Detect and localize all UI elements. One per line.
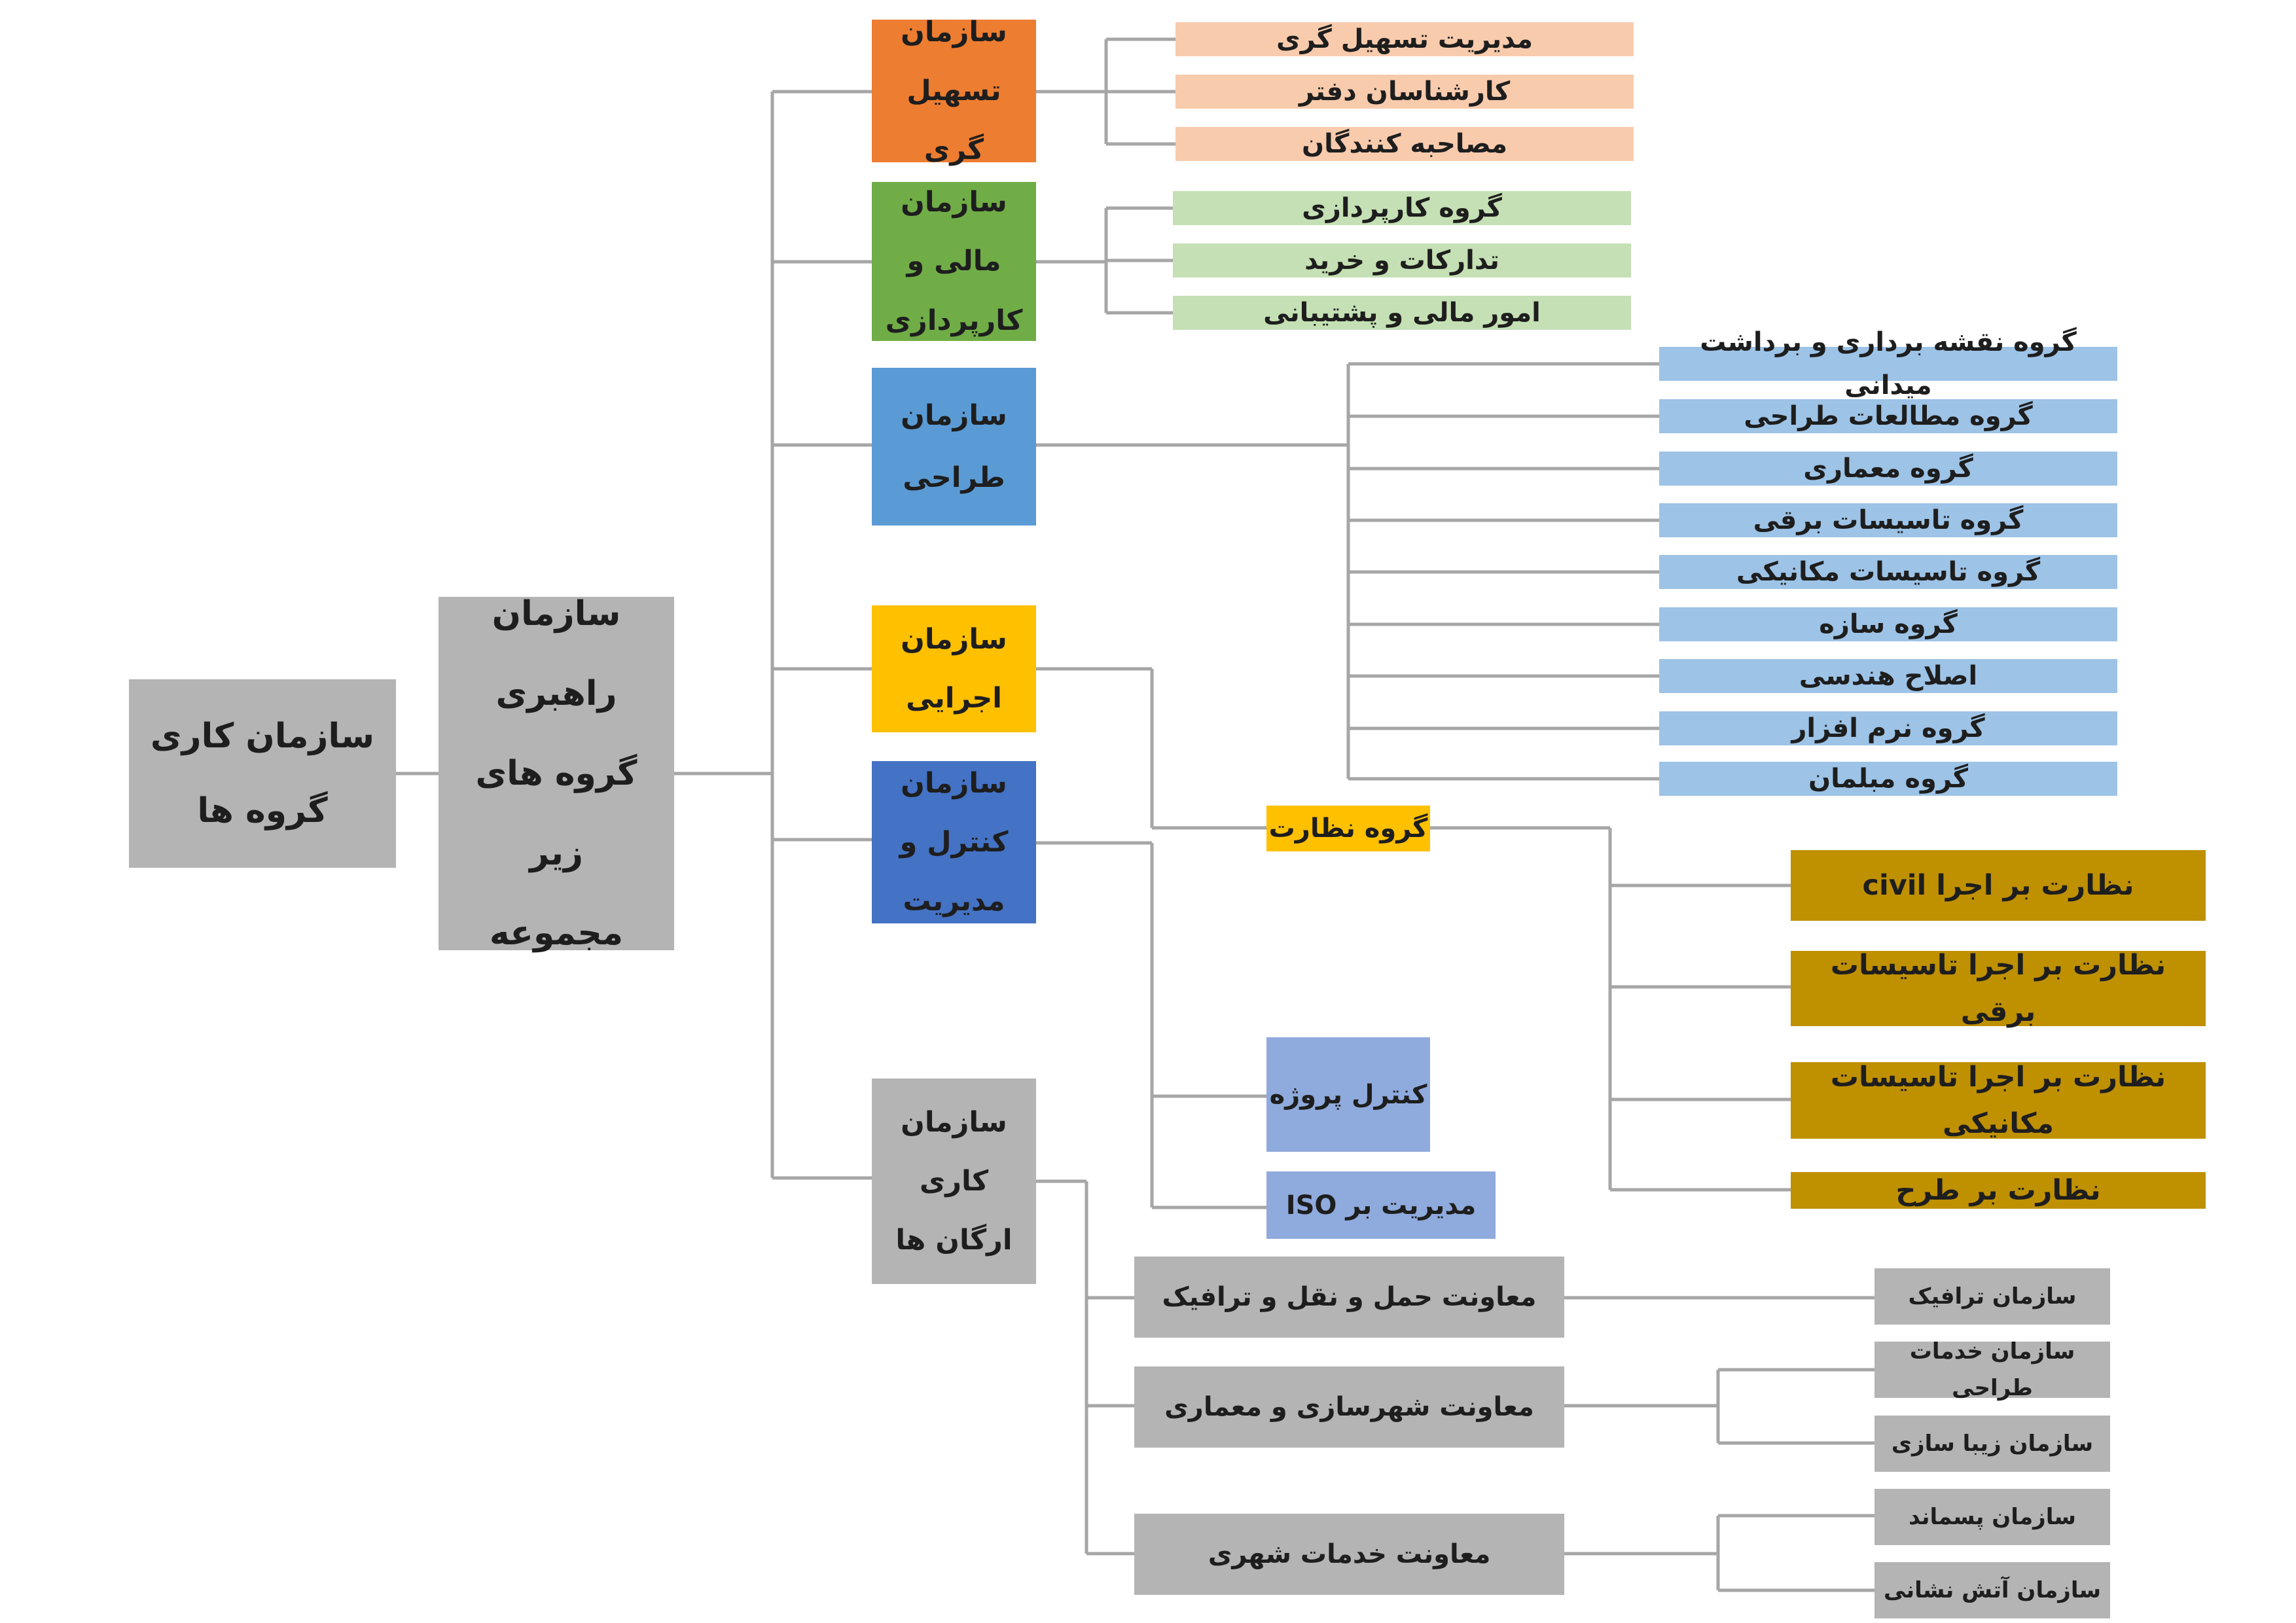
deputy-organization: سازمان آتش نشانی — [1874, 1562, 2110, 1618]
agencies-deputy: معاونت حمل و نقل و ترافیک — [1134, 1257, 1564, 1338]
org-control-node: سازمان کنترل و مدیریت — [872, 761, 1036, 923]
agencies-deputy: معاونت خدمات شهری — [1134, 1514, 1564, 1595]
design-child: گروه تاسیسات برقی — [1659, 503, 2117, 537]
finance-child: امور مالی و پشتیبانی — [1173, 296, 1631, 330]
supervision-child: نظارت بر اجرا تاسیسات برقی — [1791, 949, 2206, 1028]
design-child: گروه مبلمان — [1659, 762, 2117, 796]
deputy-organization: سازمان ترافیک — [1874, 1268, 2110, 1325]
org-facilitation-node: سازمان تسهیل گری — [872, 16, 1036, 166]
control-child: کنترل پروژه — [1266, 1037, 1430, 1152]
deputy-organization: سازمان زیبا سازی — [1874, 1416, 2110, 1472]
org-executive-node: سازمان اجرایی — [872, 605, 1036, 732]
finance-child: تدارکات و خرید — [1173, 243, 1631, 277]
finance-child: گروه کارپردازی — [1173, 191, 1631, 225]
supervision-child: نظارت بر اجرا تاسیسات مکانیکی — [1791, 1061, 2206, 1140]
org-finance-node: سازمان مالی و کارپردازی — [872, 182, 1036, 341]
root-node: سازمان کاری گروه ها — [129, 679, 396, 868]
supervision-node: گروه نظارت — [1266, 806, 1430, 851]
design-child: گروه تاسیسات مکانیکی — [1659, 555, 2117, 589]
facilitation-child: مصاحبه کنندگان — [1175, 127, 1634, 161]
supervision-child: نظارت بر طرح — [1791, 1172, 2206, 1209]
agencies-deputy: معاونت شهرسازی و معماری — [1134, 1366, 1564, 1448]
control-child: مدیریت بر ISO — [1266, 1171, 1496, 1239]
deputy-organization: سازمان خدمات طراحی — [1874, 1338, 2110, 1401]
org-design-node: سازمان طراحی — [872, 368, 1036, 526]
facilitation-child: کارشناسان دفتر — [1175, 75, 1634, 109]
design-child: اصلاح هندسی — [1659, 659, 2117, 693]
design-child: گروه مطالعات طراحی — [1659, 399, 2117, 433]
supervision-child: نظارت بر اجرا civil — [1791, 850, 2206, 921]
design-child: گروه نرم افزار — [1659, 711, 2117, 745]
org-agencies-node: سازمان کاری ارگان ها — [872, 1079, 1036, 1284]
facilitation-child: مدیریت تسهیل گری — [1175, 22, 1634, 56]
leadership-node: سازمان راهبری گروه های زیر مجموعه — [439, 594, 674, 953]
design-child: گروه سازه — [1659, 607, 2117, 641]
design-child: گروه معماری — [1659, 452, 2117, 486]
design-child: گروه نقشه برداری و برداشت میدانی — [1659, 327, 2117, 401]
deputy-organization: سازمان پسماند — [1874, 1489, 2110, 1545]
